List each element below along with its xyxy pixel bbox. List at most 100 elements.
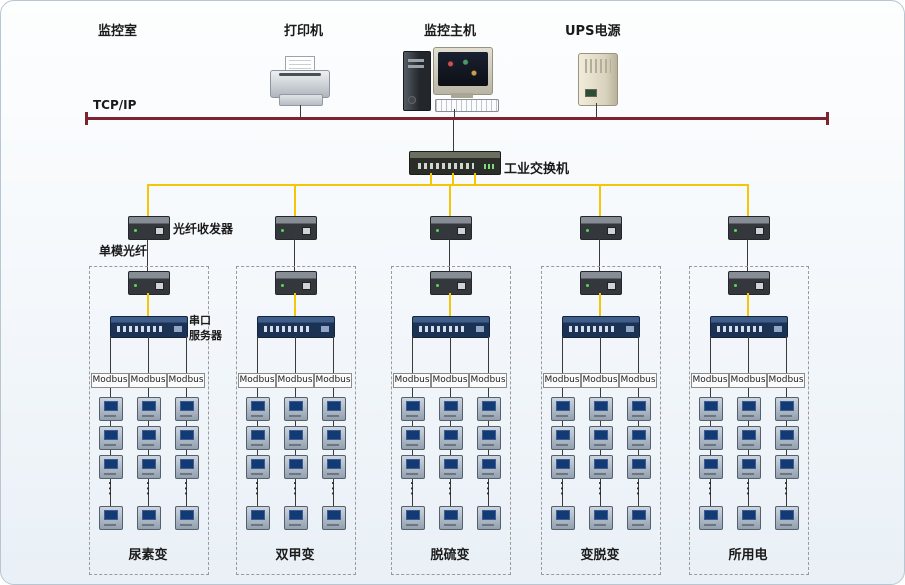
substation-boundary-box [89, 266, 209, 575]
power-meter-icon [477, 506, 501, 530]
meter-chain-line [638, 388, 639, 517]
modbus-device-column: Modbus ⋮ [543, 336, 581, 536]
fiber-transceiver-icon [580, 271, 622, 295]
label-serial-server-line2: 服务器 [189, 329, 222, 342]
serial-port-server-icon [562, 316, 640, 338]
power-meter-icon [284, 426, 308, 450]
monitor-screen-icon [438, 52, 488, 86]
label-serial-server: 串口 服务器 [189, 313, 222, 343]
power-meter-icon [589, 455, 613, 479]
substation-boundary-box [236, 266, 356, 575]
computer-tower-icon [403, 51, 431, 111]
power-meter-icon [737, 397, 761, 421]
substation-name-label: 脱硫变 [430, 548, 470, 563]
power-meter-icon [322, 455, 346, 479]
fiber-branch-line [147, 185, 149, 216]
modbus-device-column: Modbus ⋮ [238, 336, 276, 536]
power-meter-icon [175, 397, 199, 421]
modbus-device-column: Modbus ⋮ [167, 336, 205, 536]
power-meter-icon [439, 455, 463, 479]
power-meter-icon [137, 506, 161, 530]
modbus-device-column: Modbus ⋮ [691, 336, 729, 536]
modbus-label: Modbus [469, 373, 507, 388]
meter-chain-line [333, 388, 334, 517]
power-meter-icon [99, 506, 123, 530]
fiber-branch-line [294, 185, 296, 216]
power-meter-icon [477, 397, 501, 421]
power-meter-icon [99, 426, 123, 450]
power-meter-icon [737, 506, 761, 530]
fiber-branch-line [599, 185, 601, 216]
modbus-device-column: Modbus ⋮ [129, 336, 167, 536]
meter-chain-line [562, 388, 563, 517]
substation-group-5: 所用电 Modbus ⋮ Modbus ⋮ Modbus ⋮ [673, 184, 823, 576]
ellipsis-more-meters: ⋮ [480, 479, 496, 497]
power-meter-icon [775, 455, 799, 479]
power-meter-icon [401, 426, 425, 450]
ups-link-line [596, 103, 597, 118]
transceiver-to-server-line [599, 293, 601, 316]
modbus-drop-line [638, 336, 639, 373]
switch-fiber-stub-line [452, 173, 454, 185]
power-meter-icon [175, 455, 199, 479]
power-meter-icon [699, 397, 723, 421]
bus-endcap-left [85, 112, 88, 125]
host-link-line [454, 109, 455, 118]
label-single-mode-fiber: 单模光纤 [99, 244, 148, 258]
fiber-transceiver-icon [275, 271, 317, 295]
ellipsis-more-meters: ⋮ [630, 479, 646, 497]
transceiver-to-server-line [294, 293, 296, 316]
modbus-label: Modbus [431, 373, 469, 388]
meter-chain-line [148, 388, 149, 517]
switch-fiber-stub-line [474, 173, 476, 185]
power-meter-icon [401, 506, 425, 530]
modbus-device-column: Modbus ⋮ [581, 336, 619, 536]
ups-device-icon [578, 53, 618, 106]
modbus-device-column: Modbus ⋮ [314, 336, 352, 536]
power-meter-icon [246, 506, 270, 530]
serial-port-server-icon [412, 316, 490, 338]
substation-name-label: 所用电 [728, 548, 768, 563]
keyboard-icon [435, 99, 499, 112]
power-meter-icon [699, 426, 723, 450]
fiber-transceiver-icon [728, 271, 770, 295]
power-meter-icon [737, 426, 761, 450]
fiber-branch-line [449, 185, 451, 216]
printer-paper-icon [285, 56, 315, 74]
single-mode-fiber-line [449, 238, 450, 271]
transceiver-to-server-line [747, 293, 749, 316]
monitor-host-icon [403, 47, 499, 113]
industrial-switch-icon [409, 151, 501, 175]
meter-chain-line [450, 388, 451, 517]
serial-port-server-icon [710, 316, 788, 338]
modbus-drop-line [748, 336, 749, 373]
modbus-label: Modbus [619, 373, 657, 388]
meter-chain-line [710, 388, 711, 517]
transceiver-to-server-line [449, 293, 451, 316]
modbus-drop-line [412, 336, 413, 373]
power-meter-icon [589, 426, 613, 450]
modbus-label: Modbus [167, 373, 205, 388]
modbus-label: Modbus [767, 373, 805, 388]
modbus-device-column: Modbus ⋮ [767, 336, 805, 536]
label-monitor-room: 监控室 [98, 24, 138, 39]
fiber-transceiver-icon [128, 271, 170, 295]
modbus-drop-line [186, 336, 187, 373]
label-printer: 打印机 [284, 24, 324, 39]
power-meter-icon [477, 426, 501, 450]
power-meter-icon [401, 455, 425, 479]
modbus-drop-line [562, 336, 563, 373]
fiber-transceiver-icon [580, 216, 622, 240]
label-fiber-transceiver: 光纤收发器 [173, 222, 234, 236]
power-meter-icon [284, 506, 308, 530]
single-mode-fiber-line [147, 238, 148, 271]
modbus-device-column: Modbus ⋮ [729, 336, 767, 536]
substation-name-label: 变脱变 [580, 548, 620, 563]
meter-chain-line [786, 388, 787, 517]
modbus-label: Modbus [393, 373, 431, 388]
power-meter-icon [322, 397, 346, 421]
meter-chain-line [186, 388, 187, 517]
bus-endcap-right [826, 112, 829, 125]
power-meter-icon [737, 455, 761, 479]
ellipsis-more-meters: ⋮ [740, 479, 756, 497]
